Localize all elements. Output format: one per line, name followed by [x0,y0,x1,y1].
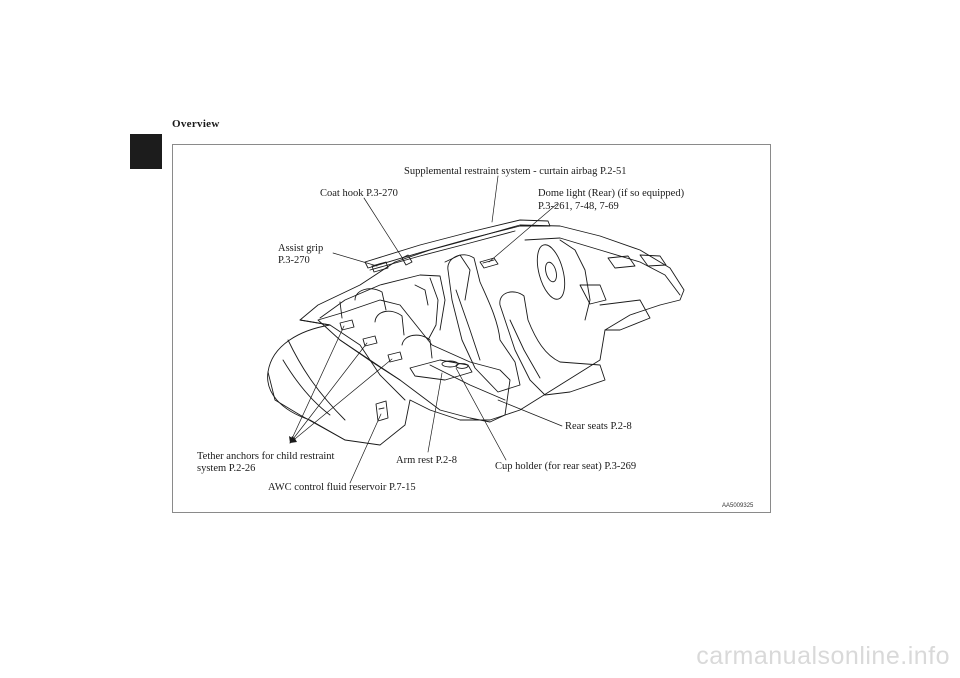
site-watermark: carmanualsonline.info [696,642,950,670]
label-tether-anchors-line1: Tether anchors for child restraint [197,451,335,462]
leader-arrowheads [289,436,297,443]
label-assist-grip-line2: P.3-270 [278,255,310,266]
car-body-outline [267,224,685,446]
label-arm-rest: Arm rest P.2-8 [396,455,457,466]
label-rear-seats: Rear seats P.2-8 [565,421,632,432]
label-dome-light-line2: P.3-261, 7-48, 7-69 [538,201,619,212]
label-assist-grip-line1: Assist grip [278,243,324,254]
assist-grip-shape [371,261,389,273]
arm-rest-shape [409,359,473,381]
awc-reservoir-shape [375,400,389,422]
page-header-title: Overview [172,118,220,130]
label-cup-holder: Cup holder (for rear seat) P.3-269 [495,461,637,472]
label-curtain-airbag: Supplemental restraint system - curtain … [404,166,627,177]
front-seat-right [499,291,606,396]
label-awc-reservoir: AWC control fluid reservoir P.7-15 [268,482,416,493]
tether-anchor-shapes [339,319,403,363]
dashboard [524,237,681,331]
leader-lines [289,175,563,484]
rear-seat-bench [317,288,511,423]
figure-frame [172,144,771,513]
steering-wheel [536,244,566,300]
curtain-airbag-rail [364,219,551,271]
label-tether-anchors-line2: system P.2-26 [197,463,256,474]
dome-light-shape [479,257,499,269]
section-tab-marker [130,134,162,169]
front-seat-left [447,254,521,393]
label-dome-light-line1: Dome light (Rear) (if so equipped) [538,188,685,199]
figure-code: AA5009325 [722,503,754,509]
coat-hook-shape [401,254,413,266]
label-coat-hook: Coat hook P.3-270 [320,188,398,199]
cup-holder-shape [441,360,469,369]
